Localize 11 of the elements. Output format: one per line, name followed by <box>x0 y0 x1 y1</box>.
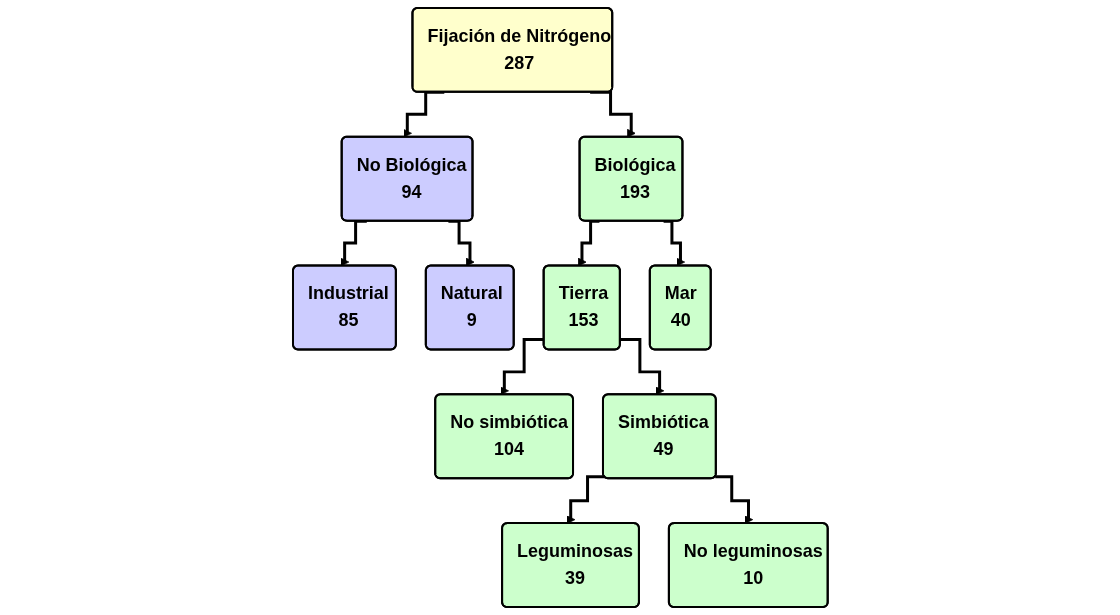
arrow <box>589 90 636 138</box>
flowchart-diagram: Fijación de Nitrógeno 287 No Biológica 94 Biológica 193 Industrial 85 Natural 9 Tierra 153 Mar 40 No simbiótica 104 Simbiótica 49 Leguminosas 39 No leguminosas 10 <box>284 0 836 615</box>
arrow <box>663 219 685 267</box>
arrow <box>566 475 605 525</box>
arrow <box>340 219 367 267</box>
arrow <box>620 338 664 396</box>
arrow <box>402 90 444 138</box>
arrow <box>714 475 753 525</box>
arrow <box>577 219 600 267</box>
arrow <box>499 338 544 396</box>
arrow <box>448 219 475 267</box>
